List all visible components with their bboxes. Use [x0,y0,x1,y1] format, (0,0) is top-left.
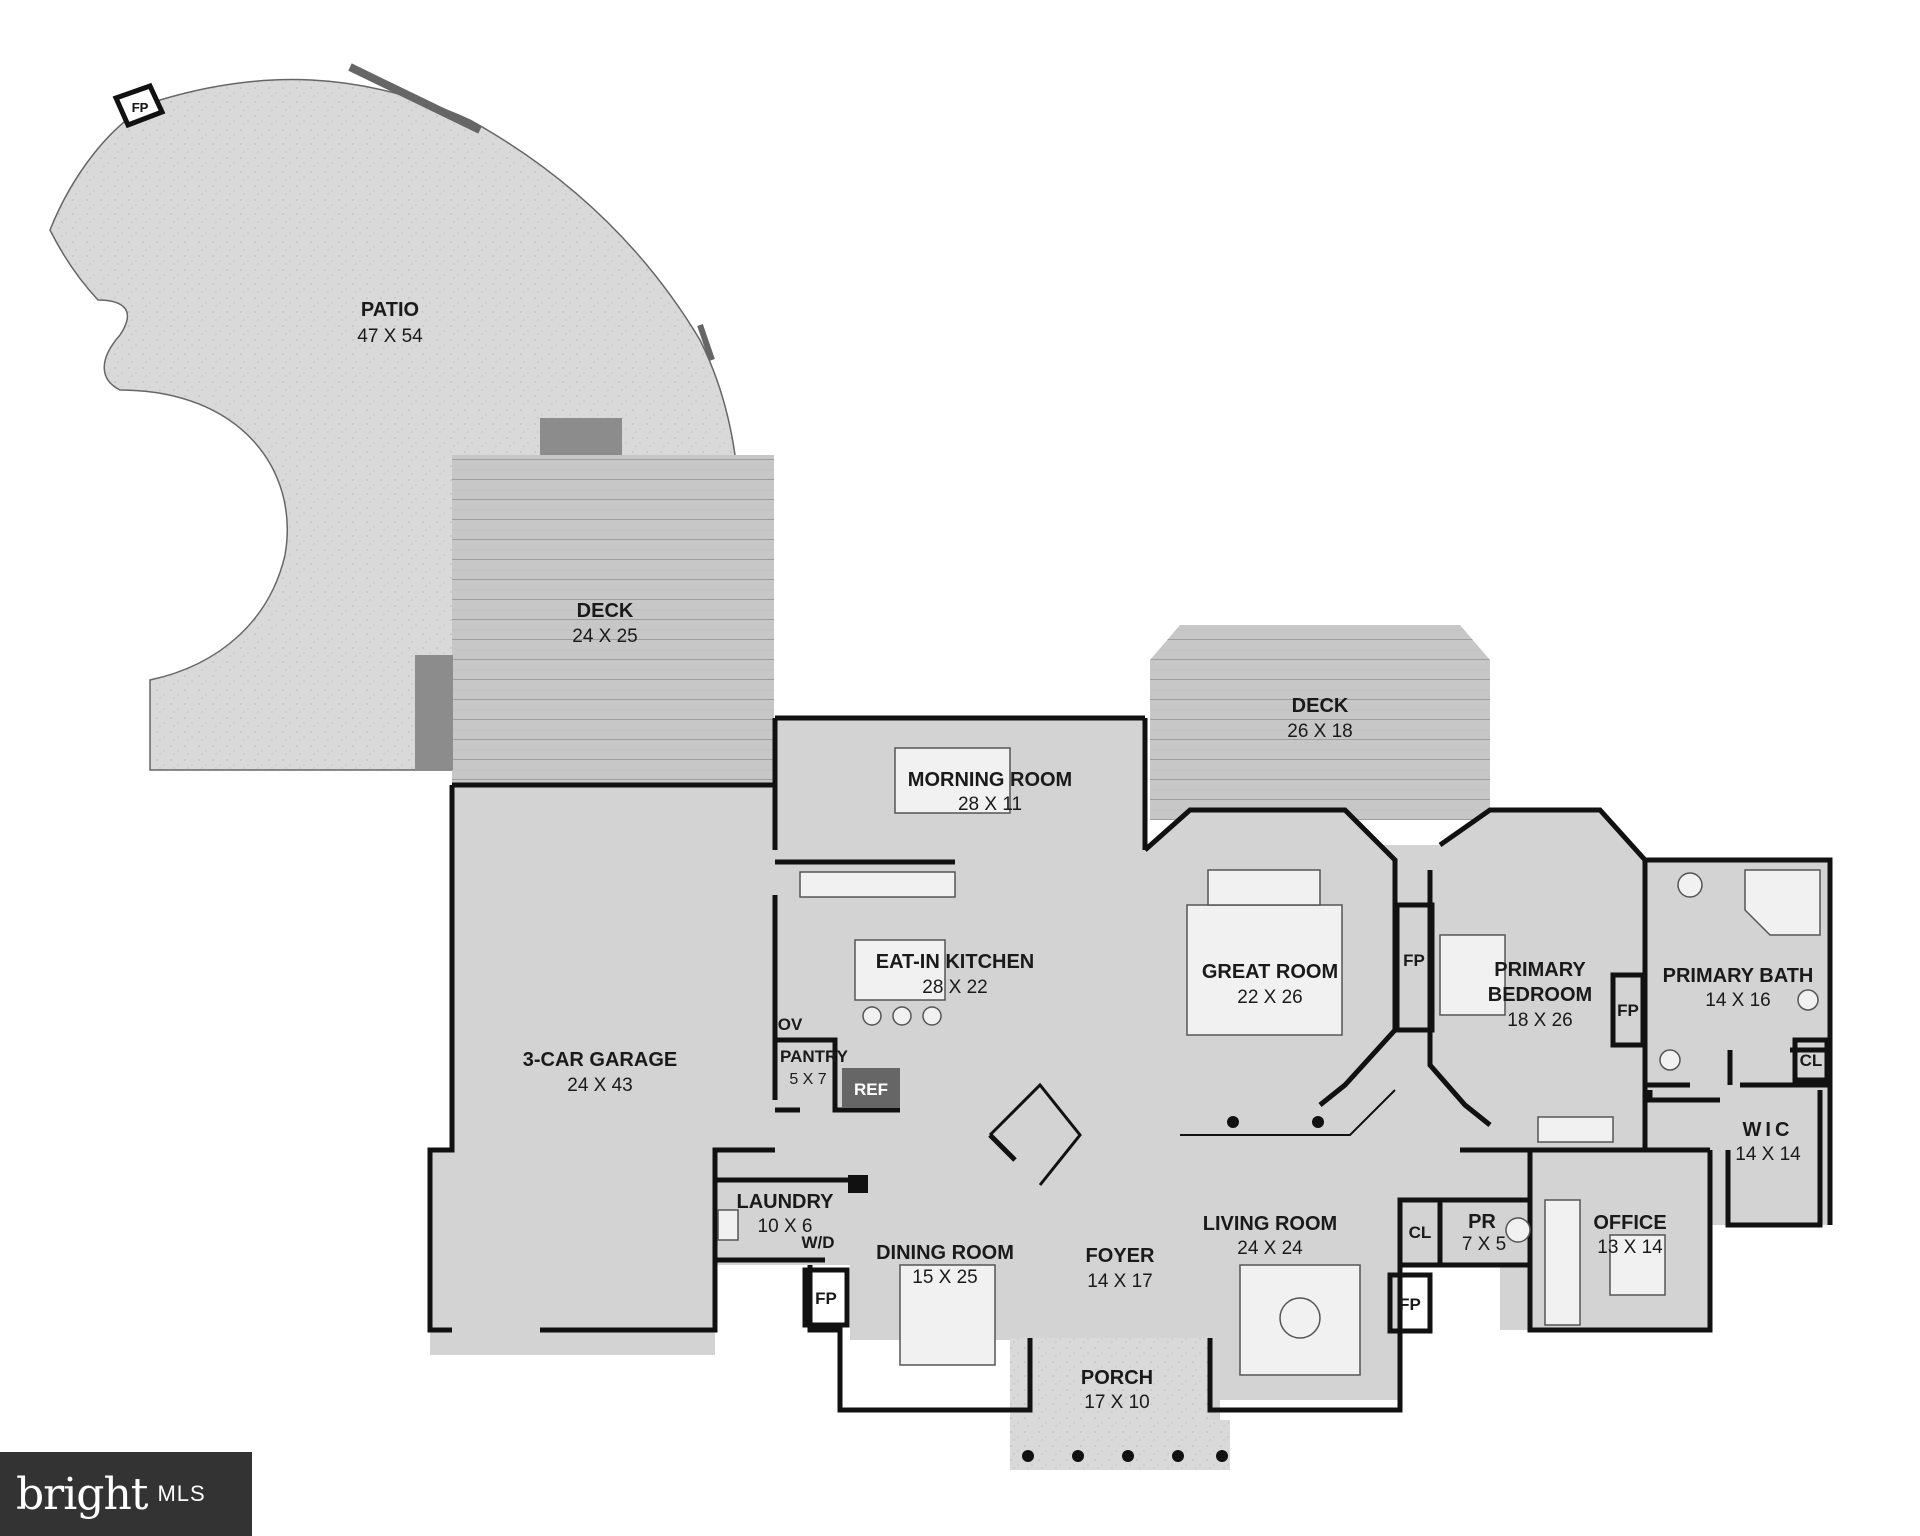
laundry-dims: 10 X 6 [758,1216,813,1237]
deck-left-steps [415,655,453,770]
primary-bath-dims: 14 X 16 [1705,990,1771,1011]
patio-fp: FP [132,100,149,115]
foyer-name: FOYER [1086,1245,1155,1267]
porch-area [1010,1338,1210,1420]
primary-bath-name: PRIMARY BATH [1663,965,1814,987]
great-room-dims: 22 X 26 [1237,987,1303,1008]
pantry-name: PANTRY [780,1047,849,1066]
garage-name: 3-CAR GARAGE [523,1049,677,1071]
deck-right-dims: 26 X 18 [1287,721,1353,742]
dining-room-name: DINING ROOM [876,1242,1014,1264]
morning-room-name: MORNING ROOM [908,769,1072,791]
kitchen-dims: 28 X 22 [922,977,988,998]
furniture [717,747,1821,1376]
morning-room-dims: 28 X 11 [958,794,1022,815]
great-room-fireplace: FP [1403,951,1425,970]
primary-bedroom-fireplace: FP [1617,1001,1639,1020]
patio-dims: 47 X 54 [357,326,423,347]
walls [427,715,1833,1413]
porch-name: PORCH [1081,1367,1153,1389]
pantry-dims: 5 X 7 [789,1071,826,1088]
bright-mls-logo: bright MLS [0,1452,252,1536]
refrigerator-label: REF [854,1080,888,1099]
powder-room-name: PR [1468,1211,1496,1233]
great-room-name: GREAT ROOM [1202,961,1338,983]
wic-name: WIC [1743,1119,1794,1141]
dining-fireplace: FP [815,1289,837,1308]
garage-dims: 24 X 43 [567,1075,633,1096]
oven-label: OV [778,1015,803,1034]
powder-room-dims: 7 X 5 [1462,1234,1506,1255]
patio-wall-segment [348,63,482,134]
living-room-name: LIVING ROOM [1203,1213,1337,1235]
patio-fp-label: FP [132,100,149,115]
office-dims: 13 X 14 [1597,1237,1663,1258]
porch-columns [1022,1450,1228,1462]
patio-name: PATIO [361,299,419,321]
deck-left-area [452,455,774,785]
house-floor [430,718,1830,1420]
foyer-dims: 14 X 17 [1087,1271,1153,1292]
office-name: OFFICE [1593,1212,1666,1234]
deck-left-dims: 24 X 25 [572,626,638,647]
primary-bedroom-name-2: BEDROOM [1488,984,1592,1006]
dining-room-dims: 15 X 25 [912,1267,978,1288]
washer-dryer-label: W/D [801,1233,834,1252]
patio-wall-segment-2 [697,324,715,361]
deck-left-name: DECK [577,600,634,622]
deck-right-name: DECK [1292,695,1349,717]
living-room-dims: 24 X 24 [1237,1238,1303,1259]
deck-right-area [1150,625,1490,820]
bath-closet: CL [1800,1051,1823,1070]
porch-dims: 17 X 10 [1084,1392,1150,1413]
primary-bedroom-name-1: PRIMARY [1494,959,1586,981]
logo-mls-text: MLS [157,1481,206,1506]
patio-fireplace [112,82,166,129]
patio-steps [540,418,622,456]
laundry-name: LAUNDRY [736,1191,834,1213]
living-fireplace: FP [1399,1295,1421,1314]
logo-brand-text: bright [16,1468,148,1520]
wic-dims: 14 X 14 [1735,1144,1801,1165]
primary-bedroom-dims: 18 X 26 [1507,1010,1573,1031]
kitchen-name: EAT-IN KITCHEN [876,951,1035,973]
living-closet: CL [1409,1223,1432,1242]
